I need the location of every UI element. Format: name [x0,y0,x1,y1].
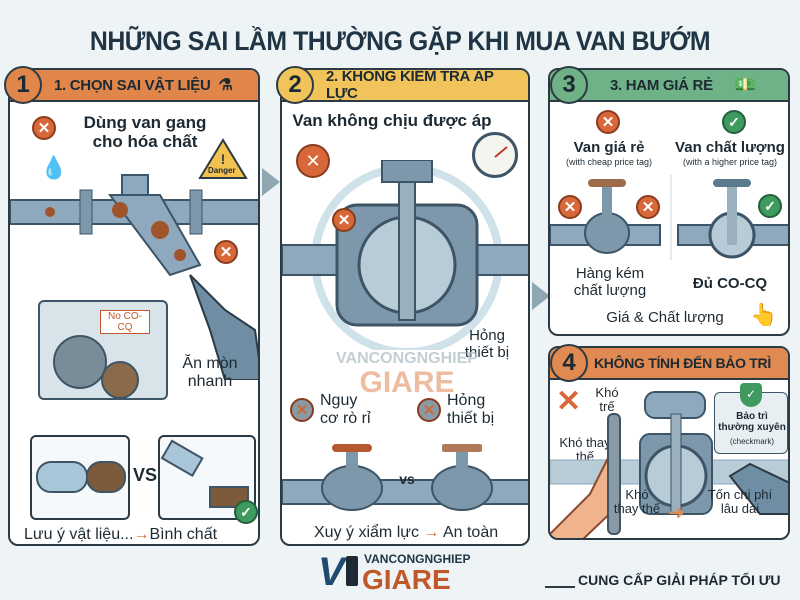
maintenance-callout: ✓ Bảo trì thường xuyên (checkmark) [714,383,788,454]
cheap-result: Hàng kém chất lượng [573,265,647,299]
check-icon: ✓ [234,500,258,524]
pressure-gauge-icon [472,132,518,178]
panel-cheap-price: 3. HAM GIÁ RẺ 💵 ✕ ✓ Van giá rẻ (with chea… [548,68,790,336]
blocked-icon: ✕ [296,144,330,178]
hard-jam-label: Khó trế [595,385,619,415]
pointing-hand-icon: 👆 [750,302,778,327]
panel-2-footer: Xuy ý xiẩm lực → An toàn [314,524,498,542]
quality-valve-title: Van chất lượng [675,139,785,156]
butterfly-valve-illustration [282,160,528,350]
vs-label: VS [132,465,157,485]
step-number-3: 3 [550,66,588,104]
risk-icon: ✕ [290,398,314,422]
gate-valves-illustration [282,444,528,511]
damage-icon: ✕ [417,398,441,422]
gloved-hand-illustration [189,274,258,380]
logo-bottom-text: GIARE [362,564,451,595]
risk-label: Nguy cơ rò rỉ [320,392,371,427]
no-coqc-badge: No CO-CQ [100,310,150,334]
footer-left: Lưu ý vật liệu... [24,526,134,543]
maintenance-label: Bảo trì thường xuyên [718,411,786,433]
footer-right: An toàn [442,524,499,541]
arrow-right-icon: → [423,524,440,541]
panel-1-header: 1. CHỌN SAI VẬT LIỆU ⚗ [10,70,258,102]
panel-2-header: 2. KHÔNG KIỂM TRA ÁP LỰC [282,70,528,102]
panel-4-header: KHÔNG TÍNH ĐẾN BẢO TRÌ [550,348,788,380]
danger-label: Danger [208,166,236,175]
logo-top-text: VANCONGNGHIEP [364,552,471,566]
step-number-4: 4 [550,344,588,382]
svg-text:!: ! [221,151,226,167]
logo-v-mark: V [318,550,345,594]
damage-label: Hỏng thiết bị [447,392,495,427]
corrosion-label: Ăn mòn nhanh [182,355,238,390]
corroded-valve-illustration [10,174,258,277]
panel-3-heading: 3. HAM GIÁ RẺ [610,76,713,94]
cheap-valve-note: (with cheap price tag) [565,157,653,167]
check-icon: ✓ [758,194,782,218]
bottom-left-label: Khó thay thế [613,487,661,517]
arrow-right-icon [532,282,550,310]
vs-label: vs [399,471,415,487]
arrow-right-icon [262,168,280,196]
panel-4-heading: KHÔNG TÍNH ĐẾN BẢO TRÌ [594,355,771,371]
panel-1-subtitle: Dùng van gang cho hóa chất [83,113,207,151]
shield-check-icon: ✓ [740,383,762,407]
maintenance-note: (checkmark) [729,437,774,446]
panel-pressure: 2. KHÔNG KIỂM TRA ÁP LỰC Van không chịu … [280,68,530,546]
panel-1-footer: Lưu ý vật liệu...→Bình chất [24,526,217,544]
step-number-2: 2 [276,66,314,104]
valve-logo-icon [346,556,358,586]
valve-comparison-illustration [550,175,788,260]
corroded-gear-box: No CO-CQ [38,300,168,400]
footer-right: Bình chất [149,526,218,543]
quality-result: Đủ CO-CQ [692,275,768,292]
error-icon: ✕ [214,240,238,264]
bottom-right-label: Tốn chi phí lâu dài [707,487,773,517]
error-icon: ✕ [596,110,620,134]
danger-sign: ! Danger [198,138,248,180]
arrow-right-icon: → [133,526,150,543]
panel-maintenance: KHÔNG TÍNH ĐẾN BẢO TRÌ ✕ Khó trế Khó tha… [548,346,790,540]
panel-material: 1. CHỌN SAI VẬT LIỆU ⚗ Dùng van gang cho … [8,68,260,546]
check-icon: ✓ [722,110,746,134]
tagline: CUNG CẤP GIẢI PHÁP TỐI ƯU [578,572,781,588]
maintenance-valve-illustration [550,391,788,538]
page-title: NHỮNG SAI LẦM THƯỜNG GẶP KHI MUA VAN BƯỚ… [89,26,711,56]
water-drop-icon: 💧 [40,155,68,180]
quality-valve-note: (with a higher price tag) [682,157,778,167]
panel-3-footer: Giá & Chất lượng [606,309,724,326]
error-icon: ✕ [558,195,582,219]
arrow-right-icon: ➜ [668,502,685,524]
watermark-top: VANCONGNGHIEP [336,350,478,367]
step-number-1: 1 [4,66,42,104]
watermark-bottom: GIARE [359,366,455,399]
logo: V VANCONGNGHIEP GIARE [318,548,488,596]
panel-1-heading: 1. CHỌN SAI VẬT LIỆU [54,76,211,94]
panel-2-subtitle: Van không chịu được áp [292,111,492,130]
new-pipe-box [30,435,130,520]
cross-icon: ✕ [556,385,582,418]
flask-icon: ⚗ [218,77,233,94]
cheap-valve-title: Van giá rẻ [573,139,645,156]
panel-3-header: 3. HAM GIÁ RẺ 💵 [550,70,788,102]
damage-label-top: Hỏng thiết bị [464,327,510,361]
footer-left: Xuy ý xiẩm lực [314,524,419,541]
panel-2-heading: 2. KHÔNG KIỂM TRA ÁP LỰC [326,68,494,102]
error-icon: ✕ [332,208,356,232]
error-icon: ✕ [32,116,56,140]
error-icon: ✕ [636,195,660,219]
money-icon: 💵 [734,75,756,94]
footer-divider [545,586,575,588]
